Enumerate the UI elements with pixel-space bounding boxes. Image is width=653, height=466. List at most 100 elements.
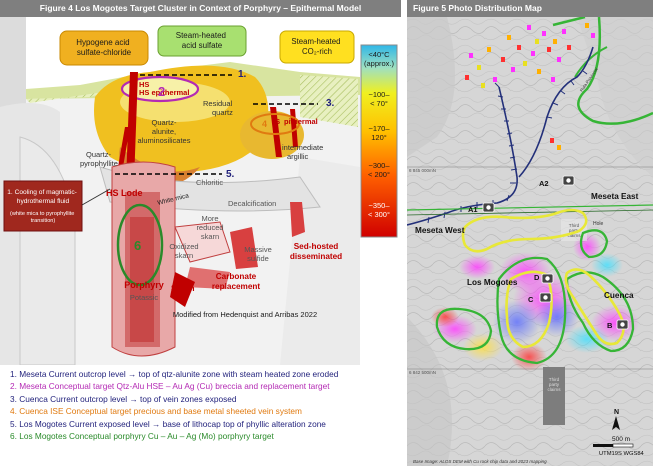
temp-5: ~350–< 300°	[368, 201, 390, 219]
svg-text:1. Cooling of magmatic-: 1. Cooling of magmatic- hydrothermal flu…	[7, 189, 78, 205]
svg-text:6 845 000mN: 6 845 000mN	[409, 168, 436, 173]
porphyry-diagram: HS HS epithermal 2 6 Steam-heated acid s…	[0, 17, 401, 365]
legend-item-6: 6. Los Mogotes Conceptual porphyry Cu – …	[10, 431, 274, 442]
cuenca-target-outline	[564, 268, 625, 346]
potassic-label: Potassic	[130, 293, 159, 302]
steam-acid-label-2: acid sulfate	[182, 41, 223, 50]
temperature-scale	[360, 44, 398, 238]
boundary-cuenca-outer	[565, 271, 635, 353]
photo-point-a1[interactable]: A1	[468, 202, 495, 214]
road-north	[518, 46, 594, 178]
boundary-hole	[579, 229, 609, 259]
legend-item-5: 5. Los Mogotes Current exposed level → b…	[10, 418, 326, 429]
svg-text:6 842 500mN: 6 842 500mN	[409, 370, 436, 375]
is-epithermal-zone	[240, 111, 304, 159]
camera-lens-icon	[486, 205, 491, 210]
camera-lens-icon	[543, 295, 548, 300]
map-canvas: 6 845 000mN 6 842 500mN Ruta Provincial	[407, 17, 653, 466]
svg-text:Steam-heated acid sulfat: Steam-heated acid sulfate	[176, 31, 229, 50]
quartz-pyrophyllite-label: Quartz-pyrophyllite	[80, 150, 118, 168]
svg-text:Steam-heated CO₂-rich: Steam-heated CO₂-rich	[291, 37, 342, 56]
photo-label-a1: A1	[468, 205, 478, 214]
meseta-west-label: Meseta West	[415, 226, 465, 235]
hs-lode-label: HS Lode	[106, 188, 143, 198]
photo-point-a2[interactable]: A2	[539, 175, 575, 188]
steam-heated-acid-box	[157, 25, 247, 57]
legend-item-4: 4. Cuenca ISE Conceptual target precious…	[10, 406, 302, 417]
steam-acid-label-1: Steam-heated	[176, 31, 226, 40]
scale-bar: 500 m	[593, 436, 634, 448]
level-5: 5.	[226, 169, 235, 180]
temp-3: ~170–120°	[368, 124, 390, 142]
north-label: N	[614, 409, 619, 416]
cuenca-label: Cuenca	[604, 291, 634, 300]
los-mogotes-label: Los Mogotes	[467, 278, 518, 287]
photo-point-c[interactable]: C	[528, 292, 552, 304]
camera-lens-icon	[566, 178, 571, 183]
camera-lens-icon	[545, 276, 550, 281]
hs-epithermal-label: HS	[139, 80, 149, 89]
boundary-los-mogotes	[496, 256, 567, 365]
photo-label-b: B	[607, 321, 613, 330]
is-epithermal-target	[250, 113, 300, 135]
legend-item-1: 1. Meseta Current outcrop level → top of…	[10, 369, 339, 379]
base-image-caption: Base Image: ALOS DEM with Cu rock chip d…	[413, 459, 547, 464]
boundary-north	[552, 17, 653, 125]
photo-point-b[interactable]: B	[607, 319, 629, 330]
decalcification-label: Decalcification	[228, 199, 276, 208]
photo-label-a2: A2	[539, 179, 549, 188]
porphyry-label: Porphyry	[124, 280, 164, 290]
photo-label-c: C	[528, 295, 534, 304]
steam-co2-box	[279, 30, 355, 64]
camera-lens-icon	[620, 322, 625, 327]
third-party-block	[543, 367, 565, 425]
temp-2: ~100–< 70°	[368, 90, 390, 108]
meseta-east-label: Meseta East	[591, 192, 639, 201]
chloritic-label: Chloritic	[196, 178, 223, 187]
modified-credit: Modified from Hedenquist and Arribas 202…	[173, 310, 317, 319]
is-epithermal-text: pithermal	[284, 117, 318, 126]
figure-4-title: Figure 4 Los Mogotes Target Cluster in C…	[0, 0, 401, 17]
photo-label-d: D	[534, 273, 540, 282]
level-1: 1.	[238, 69, 247, 80]
svg-text:IS: IS	[273, 117, 280, 126]
scale-label: 500 m	[612, 436, 630, 443]
quartz-alunite-label: Quartz-alunite,aluminosilicates	[138, 118, 191, 145]
north-arrow: N	[612, 409, 620, 430]
target-number-4: 4	[262, 119, 267, 129]
temp-4: ~300–< 200°	[368, 161, 390, 179]
hypogene-box	[59, 30, 149, 66]
hs-epithermal-text: HS epithermal	[139, 88, 189, 97]
legend-item-2: 2. Meseta Conceptual target Qtz-Alu HSE …	[10, 381, 330, 392]
svg-text:Hypogene acid sulfate-ch: Hypogene acid sulfate-chloride	[76, 38, 132, 57]
legend-item-3: 3. Cuenca Current outcrop level → top of…	[10, 393, 237, 404]
svg-text:(white mica to pyrophyllite: (white mica to pyrophyllite transition)	[10, 211, 76, 224]
skarn-label: Skarn	[171, 283, 195, 293]
level-3: 3.	[326, 98, 335, 109]
temp-1: <40°C(approx.)	[364, 50, 395, 68]
porphyry-model-figure: Figure 4 Los Mogotes Target Cluster in C…	[0, 0, 401, 442]
target-number-6: 6	[134, 238, 141, 253]
north-arrow-icon	[612, 416, 620, 430]
hole-label: Hole	[593, 221, 604, 227]
target-number-2: 2	[158, 84, 165, 99]
photo-distribution-map: Figure 5 Photo Distribution Map	[407, 0, 653, 466]
porphyry-target-ellipse	[116, 203, 164, 287]
crs-label: UTM19S WGS84	[599, 451, 645, 457]
road-main	[407, 86, 518, 226]
boundary-west	[435, 307, 493, 351]
cooling-box	[3, 180, 83, 232]
meseta-target-outline	[461, 208, 588, 253]
figure-5-title: Figure 5 Photo Distribution Map	[407, 0, 653, 17]
target-legend: 1. Meseta Current outcrop level → top of…	[10, 368, 400, 442]
photo-point-d[interactable]: D	[534, 273, 554, 284]
